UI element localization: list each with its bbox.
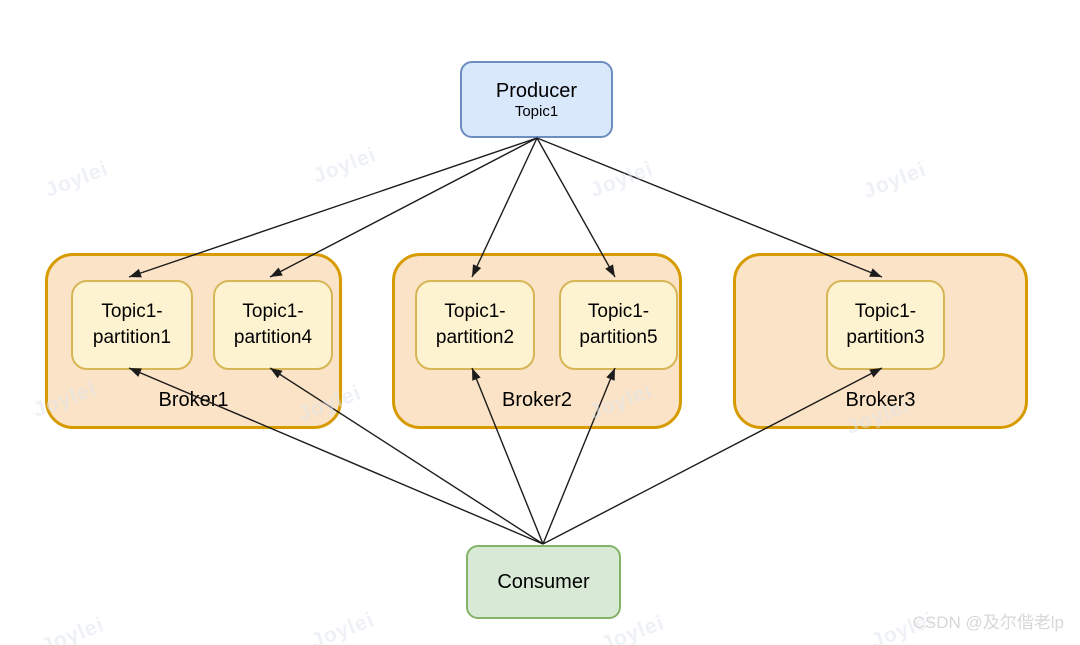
partition1-label-line2: partition1 (92, 327, 172, 348)
broker1-label: Broker1 (158, 389, 229, 411)
partition5-label-line1: Topic1- (587, 301, 650, 322)
partition5-node: Topic1- partition5 (559, 280, 678, 370)
partition4-node: Topic1- partition4 (213, 280, 333, 370)
partition1-node: Topic1- partition1 (71, 280, 193, 370)
producer-topic-label: Topic1 (514, 102, 559, 120)
joylei-watermark: Joylei (310, 143, 380, 189)
partition5-label-line2: partition5 (579, 327, 658, 348)
broker3-container: Topic1- partition3 Broker3 (733, 253, 1028, 429)
joylei-watermark: Joylei (868, 608, 938, 645)
joylei-watermark: Joylei (38, 613, 108, 645)
joylei-watermark: Joylei (42, 157, 112, 203)
joylei-watermark: Joylei (860, 158, 930, 204)
broker3-label: Broker3 (845, 389, 916, 411)
broker2-container: Topic1- partition2 Topic1- partition5 Br… (392, 253, 682, 429)
partition3-node: Topic1- partition3 (826, 280, 945, 370)
broker2-label: Broker2 (501, 389, 573, 411)
joylei-watermark: Joylei (587, 157, 657, 203)
producer-node: Producer Topic1 (460, 61, 613, 138)
partition4-label-line2: partition4 (233, 327, 313, 348)
partition2-node: Topic1- partition2 (415, 280, 535, 370)
broker1-container: Topic1- partition1 Topic1- partition4 Br… (45, 253, 342, 429)
consumer-node: Consumer (466, 545, 621, 619)
joylei-watermark: Joylei (308, 608, 378, 645)
partition3-label-line2: partition3 (846, 327, 925, 348)
csdn-attribution: CSDN @及尔偕老lp (912, 613, 1064, 632)
producer-title: Producer (495, 79, 578, 102)
partition2-label-line1: Topic1- (444, 301, 506, 322)
partition2-label-line2: partition2 (435, 327, 515, 348)
partition3-label-line1: Topic1- (854, 301, 917, 322)
partition4-label-line1: Topic1- (242, 301, 304, 322)
partition1-label-line1: Topic1- (101, 301, 163, 322)
consumer-title: Consumer (497, 570, 590, 593)
